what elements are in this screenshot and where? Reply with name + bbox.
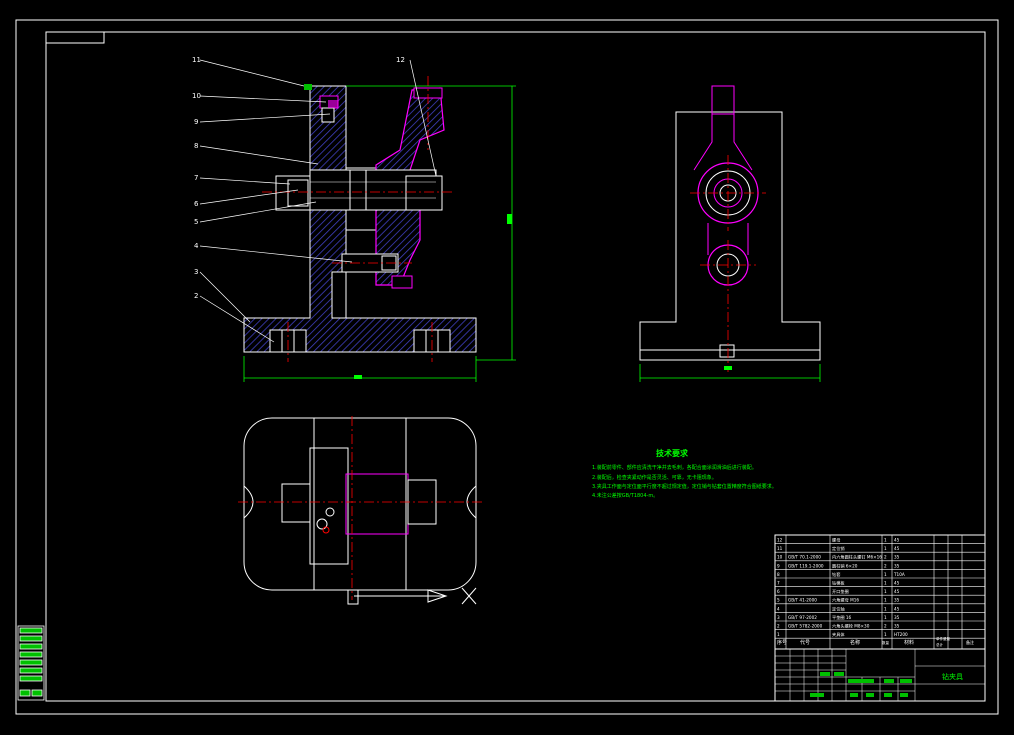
bom-material: 35 [894, 563, 900, 568]
bom-seq: 9 [777, 563, 780, 568]
bom-seq: 10 [777, 555, 783, 560]
balloon-9: 9 [194, 118, 198, 126]
bom-name: 六角螺母 M16 [832, 597, 859, 604]
left-margin-blocks [17, 625, 45, 701]
bom-head-weight: 单件重量 [936, 636, 950, 641]
bom-material: 45 [894, 589, 900, 594]
bom-material: HT200 [894, 632, 908, 637]
front-view [199, 59, 516, 382]
bom-qty: 1 [884, 632, 887, 637]
tech-requirements-title: 技术要求 [656, 448, 689, 458]
bom-qty: 1 [884, 589, 887, 594]
balloon-12: 12 [396, 56, 405, 64]
bom-code: GB/T 70.1-2000 [788, 555, 821, 560]
bom-material: 35 [894, 615, 900, 620]
bom-name: 开口垫圈 [832, 588, 849, 595]
bom-name: 钻模板 [832, 580, 845, 587]
bom-head-remark: 备注 [966, 639, 974, 645]
bom-name: 平垫圈 16 [832, 614, 852, 621]
bom-head-code: 代号 [800, 639, 810, 646]
bom-qty: 1 [884, 546, 887, 551]
bom-seq: 1 [777, 632, 780, 637]
bom-head-qty: 数量 [882, 640, 890, 645]
bom-qty: 2 [884, 555, 887, 560]
bom-seq: 4 [777, 606, 780, 611]
bom-material: T10A [893, 572, 905, 577]
tech-requirements-line: 4.未注公差按GB/T1804-m。 [592, 492, 658, 499]
bom-seq: 11 [777, 546, 783, 551]
bom-seq: 2 [777, 624, 780, 629]
tech-requirements-line: 2.装配后，检查夹紧动作是否灵活、可靠，无卡阻现象。 [592, 474, 717, 481]
drawing-name: 钻夹具 [942, 672, 963, 681]
tech-requirements: 技术要求 1.装配前零件、部件应清洗干净并去毛刺，各配合面涂润滑油后进行装配。 … [592, 448, 777, 499]
bom-name: 六角头螺栓 M8×30 [832, 623, 870, 630]
bom-head-material: 材料 [904, 639, 914, 646]
bom-seq: 12 [777, 538, 783, 543]
bom-qty: 1 [884, 606, 887, 611]
balloon-labels: 11 10 9 8 7 6 5 4 3 2 1 12 [192, 56, 405, 300]
bom-name: 钻套 [832, 571, 841, 578]
balloon-5: 5 [194, 218, 198, 226]
bom-material: 35 [894, 555, 900, 560]
bom-qty: 1 [884, 581, 887, 586]
balloon-11: 11 [192, 56, 201, 64]
side-view [639, 85, 821, 382]
bom-header: 序号 代号 名称 数量 材料 单件重量 总计 备注 [777, 636, 974, 647]
bom-qty: 1 [884, 538, 887, 543]
bom-seq: 3 [777, 615, 780, 620]
bom-material: 45 [894, 581, 900, 586]
bom-material: 45 [894, 546, 900, 551]
tech-requirements-line: 1.装配前零件、部件应清洗干净并去毛刺，各配合面涂润滑油后进行装配。 [592, 464, 757, 471]
balloon-8: 8 [194, 142, 198, 150]
balloon-7: 7 [194, 174, 198, 182]
balloon-2: 2 [194, 292, 198, 300]
bom-name: 定位轴 [832, 605, 845, 612]
bom-qty: 2 [884, 563, 887, 568]
bom-qty: 1 [884, 615, 887, 620]
tech-requirements-line: 3.夹具工作面与定位面平行度不超过规定值，定位销与钻套位置精度符合图纸要求。 [592, 483, 777, 490]
bom-head-seq: 序号 [777, 639, 787, 646]
bom-head-total: 总计 [936, 642, 944, 647]
balloon-3: 3 [194, 268, 198, 276]
balloon-6: 6 [194, 200, 199, 208]
bom-name: 夹具体 [832, 631, 845, 638]
balloon-4: 4 [194, 242, 199, 250]
bom-name: 圆柱销 6×20 [832, 562, 858, 569]
bom-name: 内六角圆柱头螺钉 M6×16 [832, 554, 882, 561]
title-block: 钻夹具 [774, 648, 986, 702]
balloon-10: 10 [192, 92, 201, 100]
bom-name: 定位销 [832, 545, 845, 552]
bom-qty: 2 [884, 624, 887, 629]
bom-seq: 6 [777, 589, 780, 594]
bom-code: GB/T 97-2002 [788, 615, 817, 620]
top-view [238, 416, 482, 605]
bom-seq: 7 [777, 581, 780, 586]
bom-name: 螺母 [832, 537, 840, 544]
bom-qty: 1 [884, 598, 887, 603]
bom-material: 35 [894, 624, 900, 629]
bom-material: 45 [894, 538, 900, 543]
bom-code: GB/T 41-2000 [788, 598, 817, 603]
bom-seq: 8 [777, 572, 780, 577]
drawing-frame [15, 19, 999, 715]
bom-seq: 5 [777, 598, 780, 603]
bom-material: 35 [894, 598, 900, 603]
bom-code: GB/T 5782-2000 [788, 624, 823, 629]
bom-qty: 1 [884, 572, 887, 577]
bom-head-name: 名称 [850, 639, 860, 646]
bom-code: GB/T 119.1-2000 [788, 563, 824, 568]
bom-material: 45 [894, 606, 900, 611]
